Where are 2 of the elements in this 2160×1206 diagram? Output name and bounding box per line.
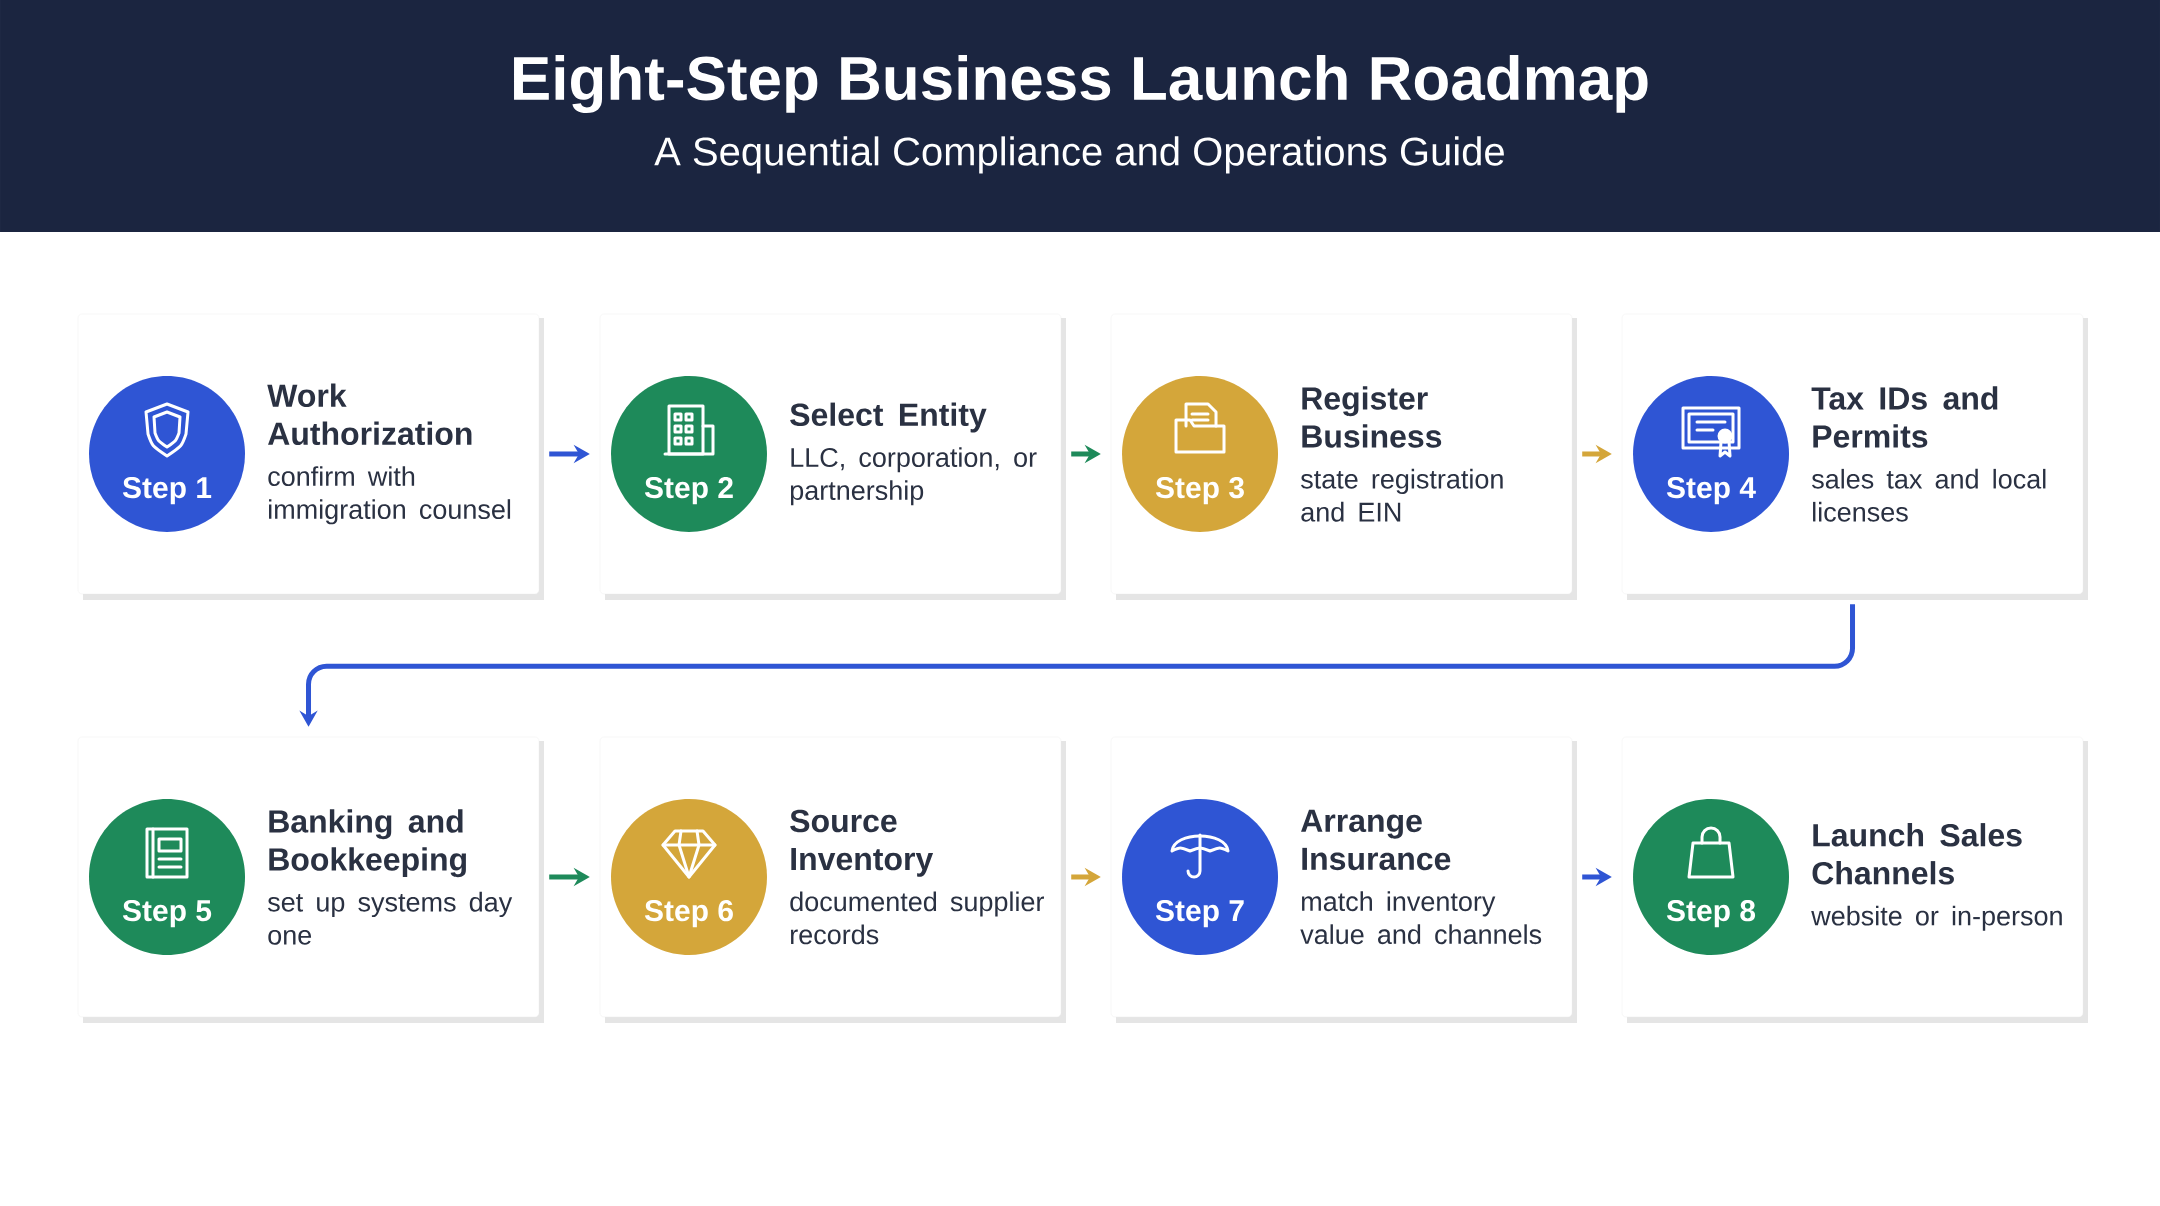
title: Eight-Step Business Launch Roadmap bbox=[514, 54, 1648, 113]
subtitle: A Sequential Compliance and Operations Guide bbox=[654, 136, 1504, 174]
